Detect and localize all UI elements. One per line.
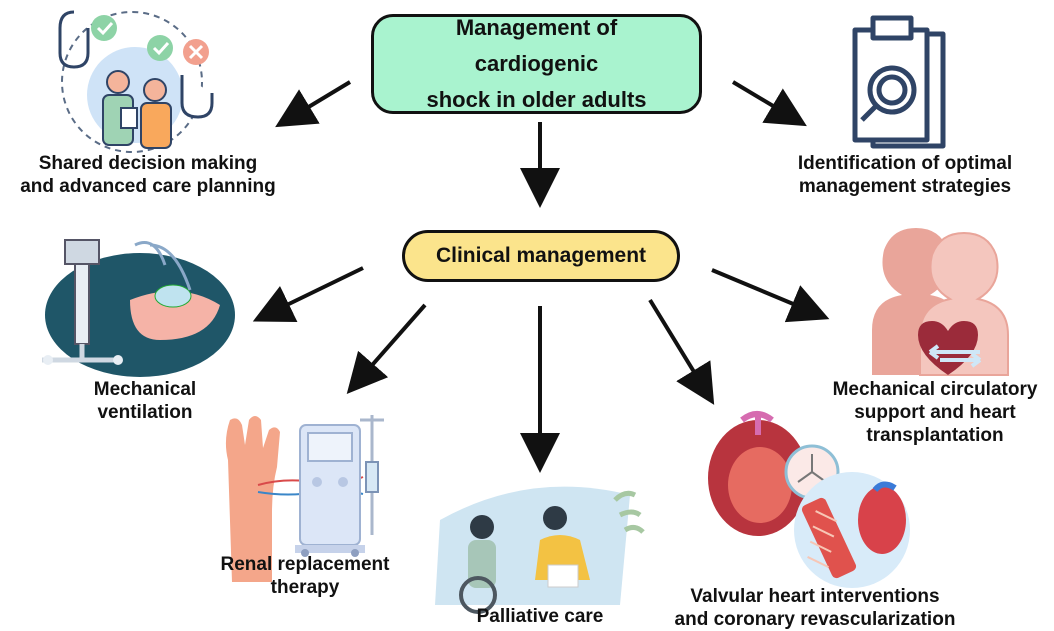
ventilator-patient-icon [42,239,235,377]
renal-replacement-label: Renal replacement therapy [220,554,390,598]
clinical-management-label: Clinical management [435,244,647,267]
clipboard-magnifier-icon [852,15,946,149]
arrow-to-shared-decision [275,80,352,128]
heart-transplant-icon [872,228,1009,376]
mcs-transplant-label: Mechanical circulatory support and heart… [832,379,1038,446]
heart-valve-stent-icon [708,411,910,588]
doctor-patient-checklist-icon [58,10,214,153]
caregiver-wheelchair-icon [435,486,645,614]
title-box: Management of cardiogenic shock in older… [371,14,702,114]
arrow-to-optimal [731,80,807,127]
arrow-to-renal [346,303,427,395]
optimal-strategies-label: Identification of optimal management str… [797,153,1013,197]
clinical-management-box: Clinical management [402,230,680,282]
shared-decision-label: Shared decision making and advanced care… [20,153,276,197]
valvular-label: Valvular heart interventions and coronar… [674,586,956,630]
mechanical-ventilation-label: Mechanical ventilation [93,379,197,423]
title-box-label: Management of cardiogenic shock in older… [426,15,647,112]
palliative-care-label: Palliative care [476,606,604,627]
arrow-to-valvular [648,298,715,405]
dialysis-machine-icon [225,415,384,582]
arrow-to-ventilation [252,266,364,323]
arrow-to-mcs [711,268,830,323]
